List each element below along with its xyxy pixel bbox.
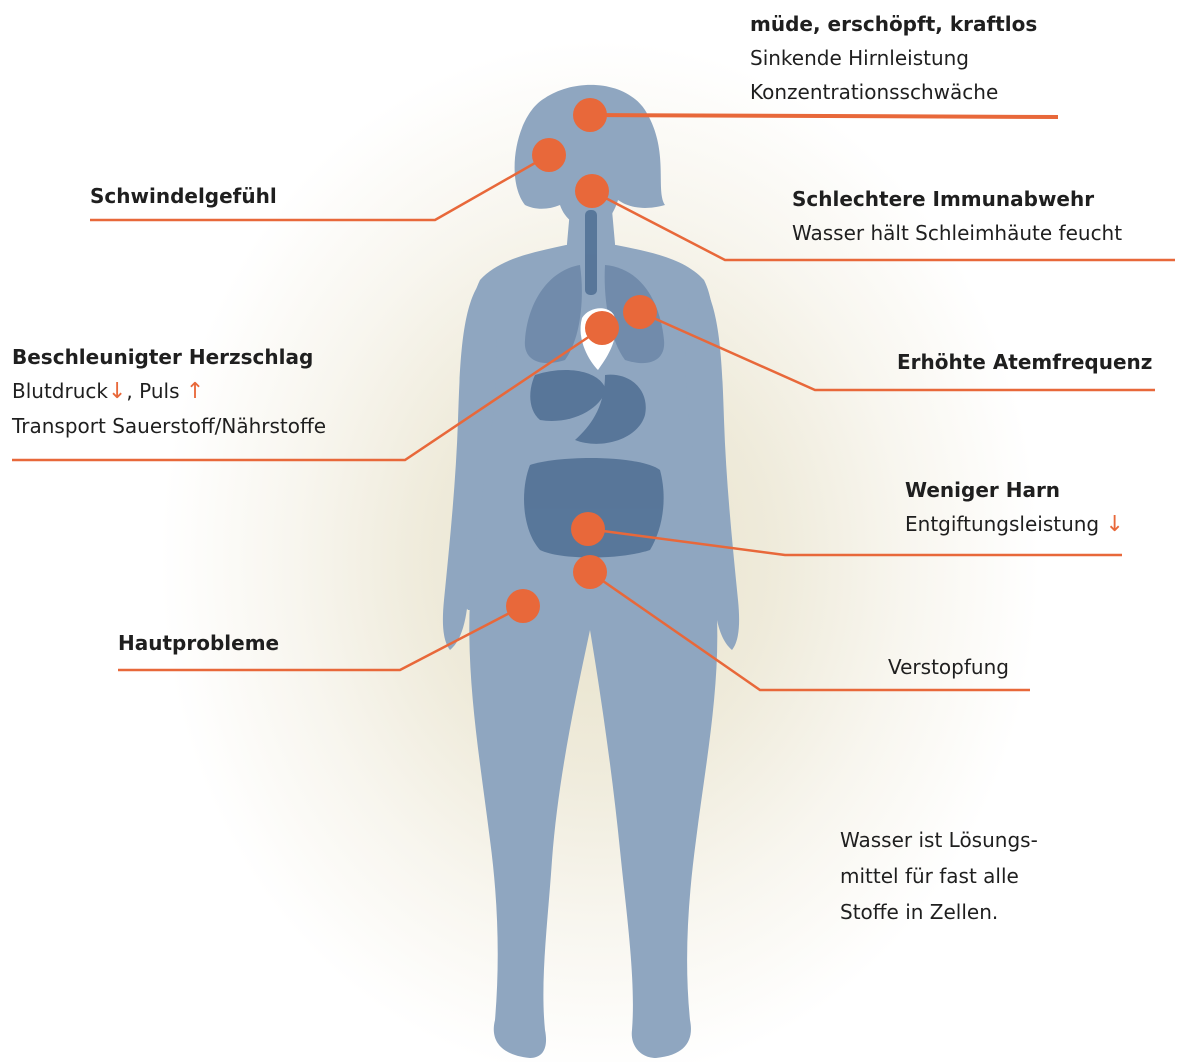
constipation-title: Verstopfung	[888, 650, 1009, 684]
label-constipation: Verstopfung	[888, 650, 1009, 684]
arrow-down-icon: ↓	[108, 379, 126, 404]
detox-text: Entgiftungsleistung	[905, 512, 1099, 536]
label-skin: Hautprobleme	[118, 626, 279, 660]
heart-line1: Blutdruck↓, Puls ↑	[12, 374, 326, 409]
blood-pressure-text: Blutdruck	[12, 379, 108, 403]
label-solvent: Wasser ist Lösungs- mittel für fast alle…	[840, 822, 1038, 930]
marker-skin	[506, 589, 540, 623]
heart-line2: Transport Sauerstoff/Nährstoffe	[12, 409, 326, 443]
head-line2: Konzentrationsschwäche	[750, 75, 1037, 109]
label-breath: Erhöhte Atemfrequenz	[897, 345, 1152, 379]
head-title: müde, erschöpft, kraftlos	[750, 7, 1037, 41]
solvent-line3: Stoffe in Zellen.	[840, 894, 1038, 930]
marker-constipation	[573, 555, 607, 589]
immune-title: Schlechtere Immunabwehr	[792, 182, 1122, 216]
arrow-down-icon: ↓	[1106, 512, 1124, 537]
marker-breath	[623, 295, 657, 329]
marker-urine	[571, 512, 605, 546]
arrow-up-icon: ↑	[186, 379, 204, 404]
immune-line1: Wasser hält Schleimhäute feucht	[792, 216, 1122, 250]
solvent-line1: Wasser ist Lösungs-	[840, 822, 1038, 858]
dizzy-title: Schwindelgefühl	[90, 179, 277, 213]
label-immune: Schlechtere Immunabwehr Wasser hält Schl…	[792, 182, 1122, 250]
label-dizzy: Schwindelgefühl	[90, 179, 277, 213]
label-head: müde, erschöpft, kraftlos Sinkende Hirnl…	[750, 7, 1037, 109]
marker-heart	[585, 311, 619, 345]
head-line1: Sinkende Hirnleistung	[750, 41, 1037, 75]
solvent-line2: mittel für fast alle	[840, 858, 1038, 894]
breath-title: Erhöhte Atemfrequenz	[897, 345, 1152, 379]
urine-line1: Entgiftungsleistung ↓	[905, 507, 1124, 542]
label-urine: Weniger Harn Entgiftungsleistung ↓	[905, 473, 1124, 542]
urine-title: Weniger Harn	[905, 473, 1124, 507]
marker-head	[573, 98, 607, 132]
label-heart: Beschleunigter Herzschlag Blutdruck↓, Pu…	[12, 340, 326, 443]
skin-title: Hautprobleme	[118, 626, 279, 660]
marker-dizzy	[532, 138, 566, 172]
pulse-text: , Puls	[126, 379, 179, 403]
heart-title: Beschleunigter Herzschlag	[12, 340, 326, 374]
marker-immune	[575, 174, 609, 208]
